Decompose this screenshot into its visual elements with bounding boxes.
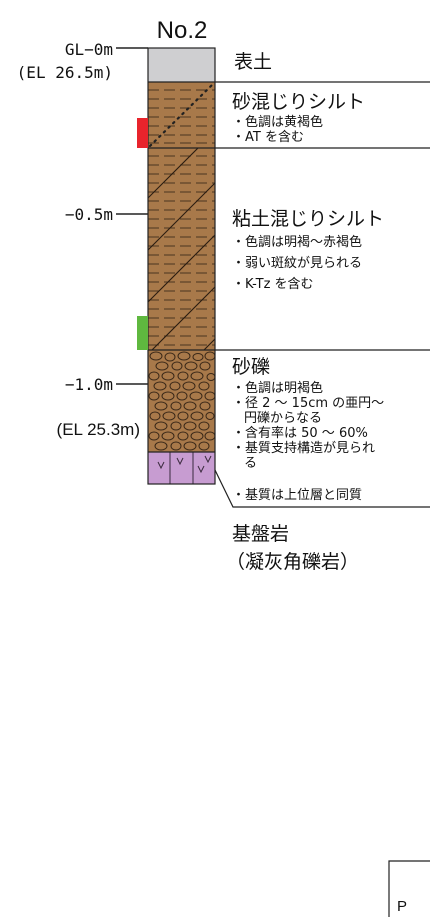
layer-note: ・含有率は 50 ～ 60% (232, 425, 368, 441)
layer-note: ・色調は明褐色 (232, 380, 323, 396)
layer-note: 円礫からなる (244, 410, 322, 426)
bottom-frame (388, 860, 430, 917)
sample-mark-red (137, 118, 148, 148)
silt-dash-pattern (148, 89, 215, 346)
clay-hatch-pattern (148, 148, 215, 350)
layer-name-bedrock: 基盤岩 (232, 523, 289, 545)
layer-note: ・色調は黄褐色 (232, 114, 323, 130)
layer-note: ・基質は上位層と同質 (232, 488, 362, 503)
bedrock-pattern (157, 452, 212, 484)
corner-glyph: P (397, 898, 407, 915)
depth-label-gl: GL−0m (65, 40, 113, 59)
sample-mark-green (137, 316, 148, 350)
depth-label-10: −1.0m (65, 375, 113, 394)
layer-note: ・色調は明褐～赤褐色 (232, 234, 362, 250)
depth-ticks (116, 47, 148, 385)
layer-sub-bedrock: （凝灰角礫岩） (226, 551, 359, 573)
layer-name-gravel: 砂礫 (232, 356, 270, 378)
layer-note: る (244, 456, 257, 471)
layer-clayey-silt (148, 148, 215, 350)
depth-label-el-bottom: (EL 25.3m) (57, 420, 140, 439)
column-outline (147, 47, 216, 485)
layer-name-topsoil: 表土 (234, 51, 272, 73)
layer-topsoil (147, 47, 216, 83)
depth-label-el-top: (EL 26.5m) (17, 63, 113, 82)
layer-note: ・AT を含む (232, 129, 304, 145)
layer-bedrock (148, 452, 215, 484)
layer-note: ・弱い斑紋が見られる (232, 256, 362, 271)
leader-lines (214, 81, 430, 508)
layer-name-clayey-silt: 粘土混じりシルト (232, 208, 384, 230)
layer-note: ・K-Tz を含む (232, 276, 314, 292)
layer-note: ・基質支持構造が見られ (232, 441, 375, 456)
layer-note: ・径 2 ～ 15cm の亜円～ (232, 396, 384, 411)
layer-name-sandy-silt: 砂混じりシルト (232, 91, 365, 113)
sand-dot-line (148, 82, 215, 148)
depth-label-05: −0.5m (65, 205, 113, 224)
gravel-pattern (148, 351, 215, 451)
column-title: No.2 (157, 17, 208, 44)
